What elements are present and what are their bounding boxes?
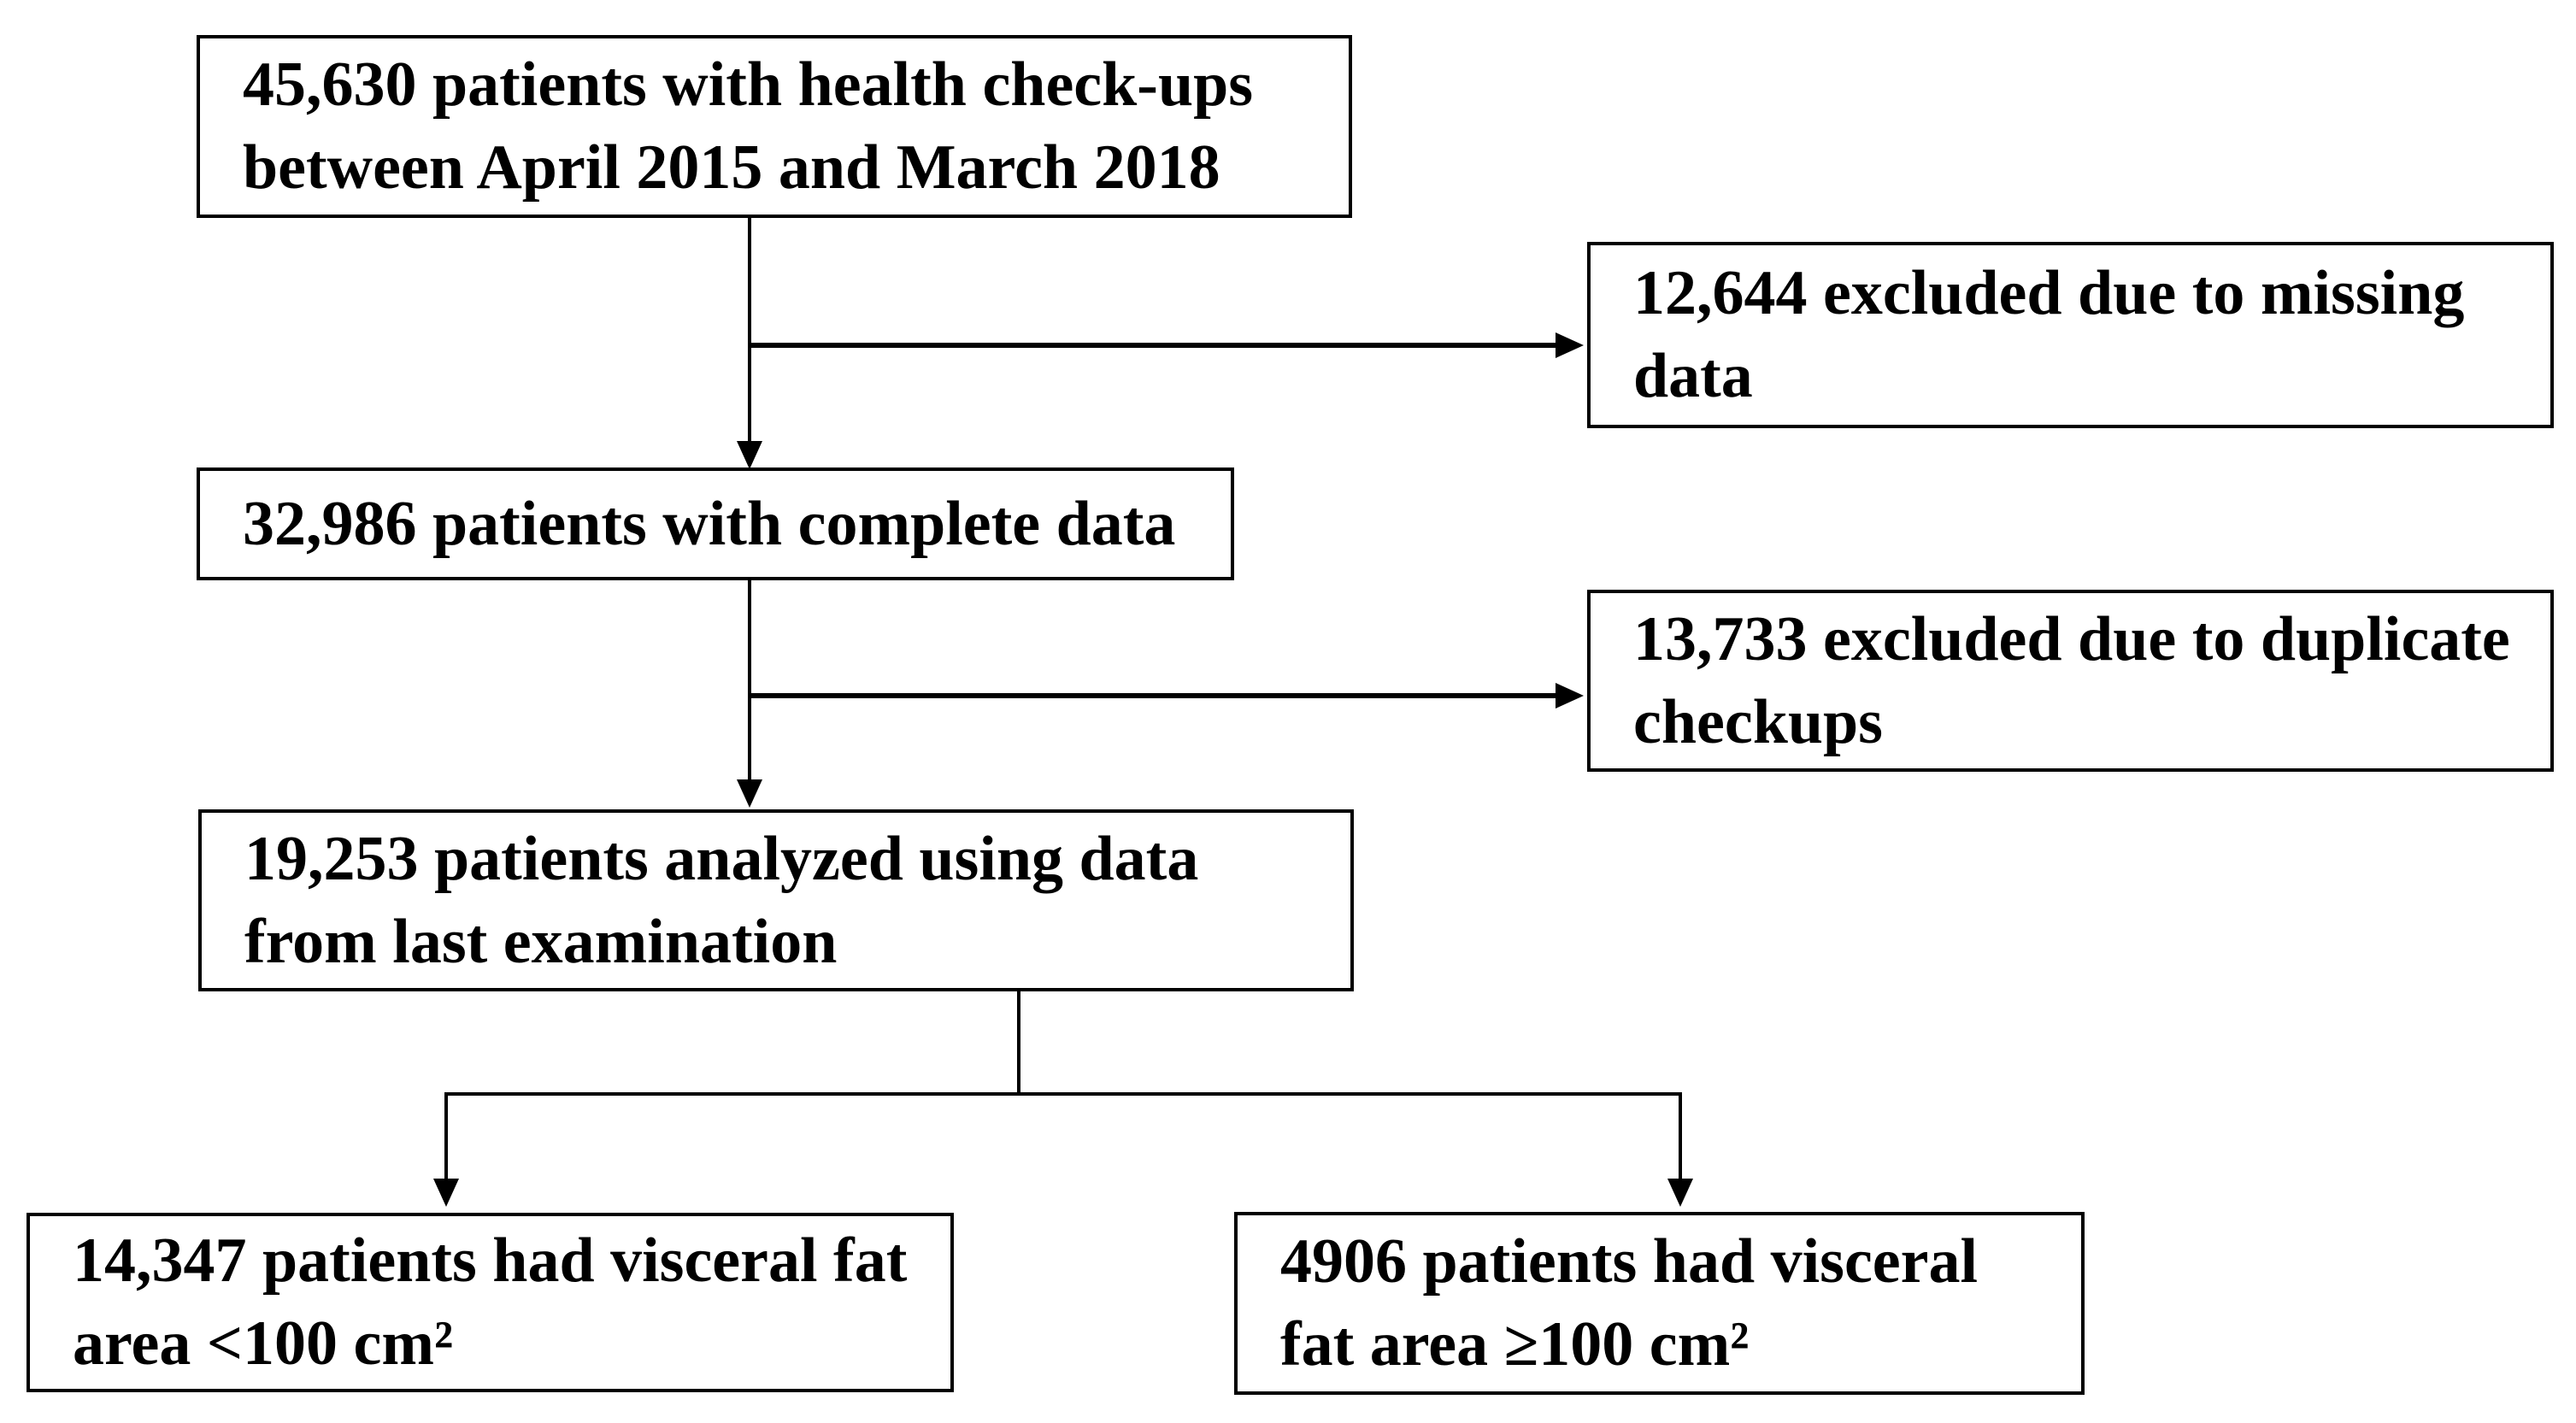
box-text-line: 4906 patients had visceral bbox=[1280, 1226, 1979, 1297]
box-text-line: fat area ≥100 cm² bbox=[1280, 1309, 1750, 1379]
connector-total-to-complete bbox=[737, 218, 762, 469]
flow-box-visceral-fat-under-100: 14,347 patients had visceral fat area <1… bbox=[26, 1213, 954, 1392]
arrowhead-right-icon bbox=[1556, 683, 1584, 709]
box-text-line: area <100 cm² bbox=[73, 1308, 454, 1379]
arrowhead-down-icon bbox=[737, 441, 762, 469]
box-text-line: checkups bbox=[1633, 686, 1883, 757]
box-text-line: from last examination bbox=[244, 906, 838, 977]
arrowhead-down-icon bbox=[433, 1179, 459, 1207]
arrowhead-down-icon bbox=[737, 779, 762, 808]
box-text-line: 19,253 patients analyzed using data bbox=[244, 823, 1199, 894]
flow-box-analyzed-last-examination: 19,253 patients analyzed using data from… bbox=[198, 809, 1354, 991]
box-text-line: between April 2015 and March 2018 bbox=[243, 132, 1220, 203]
flow-box-visceral-fat-100-or-more: 4906 patients had visceral fat area ≥100… bbox=[1234, 1212, 2085, 1395]
flow-box-excluded-missing-data: 12,644 excluded due to missing data bbox=[1587, 242, 2554, 428]
connector-branch-excluded-duplicate bbox=[750, 683, 1584, 709]
box-text-line: 13,733 excluded due to duplicate bbox=[1633, 603, 2510, 674]
box-text-line: 45,630 patients with health check-ups bbox=[243, 50, 1254, 120]
flow-box-excluded-duplicate-checkups: 13,733 excluded due to duplicate checkup… bbox=[1587, 590, 2554, 772]
flow-box-total-checkups: 45,630 patients with health check-ups be… bbox=[197, 35, 1352, 218]
box-text-line: data bbox=[1633, 341, 1753, 411]
flow-box-complete-data: 32,986 patients with complete data bbox=[197, 467, 1234, 580]
connector-branch-excluded-missing bbox=[750, 332, 1584, 358]
box-text-line: 12,644 excluded due to missing bbox=[1633, 258, 2465, 328]
box-text-line: 32,986 patients with complete data bbox=[243, 488, 1176, 559]
arrowhead-down-icon bbox=[1667, 1179, 1693, 1207]
arrowhead-right-icon bbox=[1556, 332, 1584, 358]
connector-complete-to-analyzed bbox=[737, 580, 762, 808]
box-text-line: 14,347 patients had visceral fat bbox=[73, 1226, 908, 1296]
connector-split bbox=[433, 1092, 1693, 1207]
